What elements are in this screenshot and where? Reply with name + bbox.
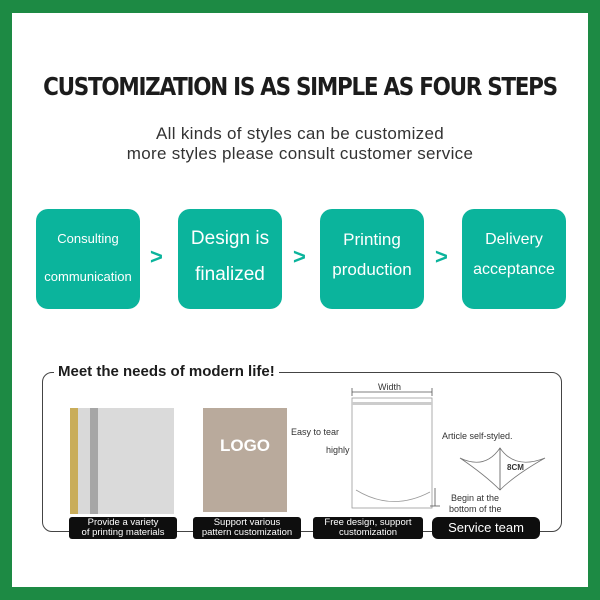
article-label: Article self-styled. [442, 431, 513, 441]
section-title: Meet the needs of modern life! [54, 363, 279, 380]
tear-label: Easy to tear [291, 427, 340, 437]
step-2-line-1: Design is [190, 228, 270, 249]
label-2-line-2: pattern customization [201, 527, 293, 538]
step-1-line-1: Consulting [57, 231, 119, 246]
step-arrow-2: > [293, 244, 306, 269]
step-1-line-2: communication [44, 269, 132, 284]
bottom-label-2: bottom of the [449, 504, 502, 514]
step-3-line-1: Printing [343, 230, 401, 249]
width-label: Width [378, 382, 402, 392]
step-arrow-3: > [435, 244, 448, 269]
height-label: highly [326, 445, 350, 455]
page-headline: CUSTOMIZATION IS AS SIMPLE AS FOUR STEPS [43, 72, 558, 101]
size-label: 8CM [507, 463, 524, 472]
step-2-line-2: finalized [195, 264, 265, 285]
label-1-line-1: Provide a variety [87, 517, 159, 528]
step-arrow-1: > [150, 244, 163, 269]
features-frame [42, 372, 562, 532]
step-consulting-communication: Consulting communication [36, 209, 140, 309]
label-service-team: Service team [432, 517, 540, 539]
step-delivery-acceptance: Delivery acceptance [462, 209, 566, 309]
label-printing-materials: Provide a variety of printing materials [69, 517, 177, 539]
label-3-line-2: customization [338, 527, 398, 538]
label-3-line-1: Free design, support [324, 517, 412, 528]
label-pattern-customization: Support various pattern customization [193, 517, 301, 539]
label-2-line-1: Support various [213, 517, 281, 528]
bottom-label-1: Begin at the [451, 493, 500, 503]
logo-text: LOGO [219, 436, 271, 455]
label-4-line-1: Service team [448, 520, 524, 535]
step-printing-production: Printing production [320, 209, 424, 309]
subtitle-line-2: more styles please consult customer serv… [126, 144, 474, 163]
logo-sample-image: LOGO [203, 408, 287, 512]
label-1-line-2: of printing materials [81, 527, 165, 538]
materials-sample-image [70, 408, 174, 514]
step-4-line-1: Delivery [485, 231, 543, 248]
step-3-line-2: production [332, 260, 412, 279]
step-4-line-2: acceptance [473, 261, 555, 278]
label-free-design: Free design, support customization [313, 517, 423, 539]
step-design-finalized: Design is finalized [178, 209, 282, 309]
subtitle-line-1: All kinds of styles can be customized [156, 124, 444, 143]
